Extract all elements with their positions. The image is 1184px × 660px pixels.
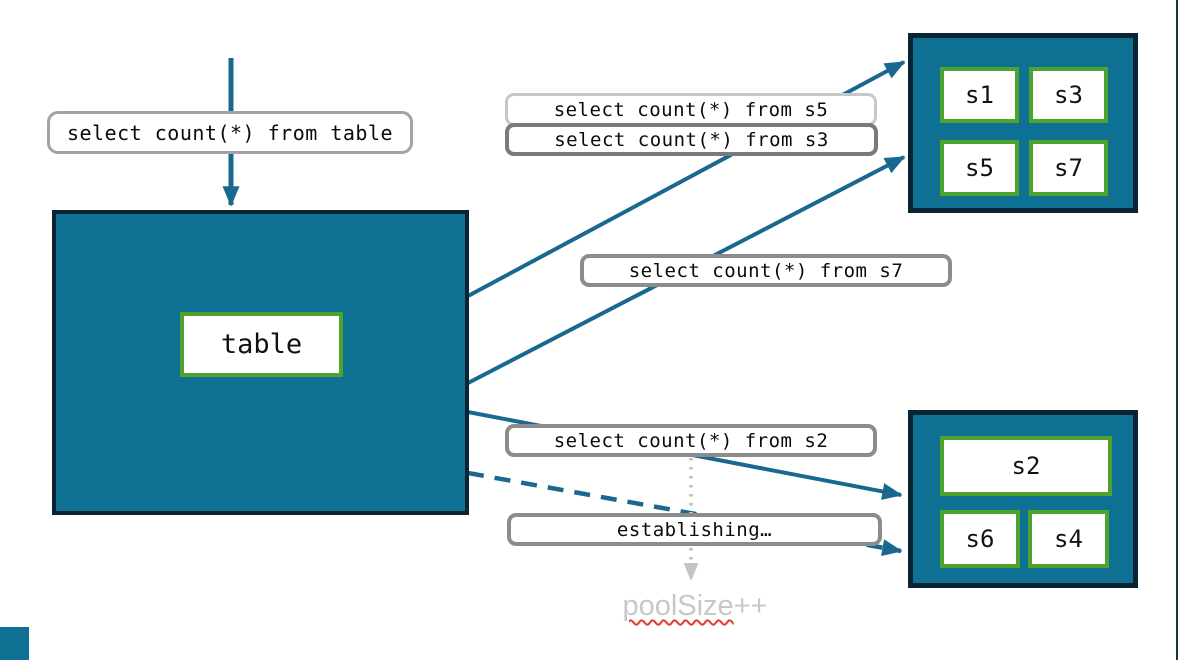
shard-cell-s1: s1 [940,67,1019,123]
query-label-s3: select count(*) from s3 [505,123,878,156]
shard-group-bottom: s2 s6 s4 [908,410,1138,588]
poolsize-caption: poolSize++ [600,590,790,623]
table-box: table [52,210,469,515]
slide-right-edge-line [1176,0,1178,660]
shard-group-top: s1 s3 s5 s7 [908,33,1138,213]
query-label-s7: select count(*) from s7 [580,254,952,287]
shard-cell-s2: s2 [940,436,1112,496]
query-label-s2: select count(*) from s2 [505,424,877,457]
query-label-establishing: establishing… [507,513,882,546]
query-label-s5: select count(*) from s5 [505,93,877,126]
poolsize-suffix: ++ [733,590,768,622]
slide-corner-accent [0,627,29,660]
poolsize-word: poolSize [622,590,734,622]
shard-cell-s5: s5 [940,140,1019,196]
query-label-table: select count(*) from table [47,111,413,154]
shard-cell-s4: s4 [1028,510,1109,568]
table-box-label: table [180,312,343,377]
shard-cell-s3: s3 [1029,67,1108,123]
shard-cell-s6: s6 [940,510,1020,568]
shard-cell-s7: s7 [1029,140,1108,196]
